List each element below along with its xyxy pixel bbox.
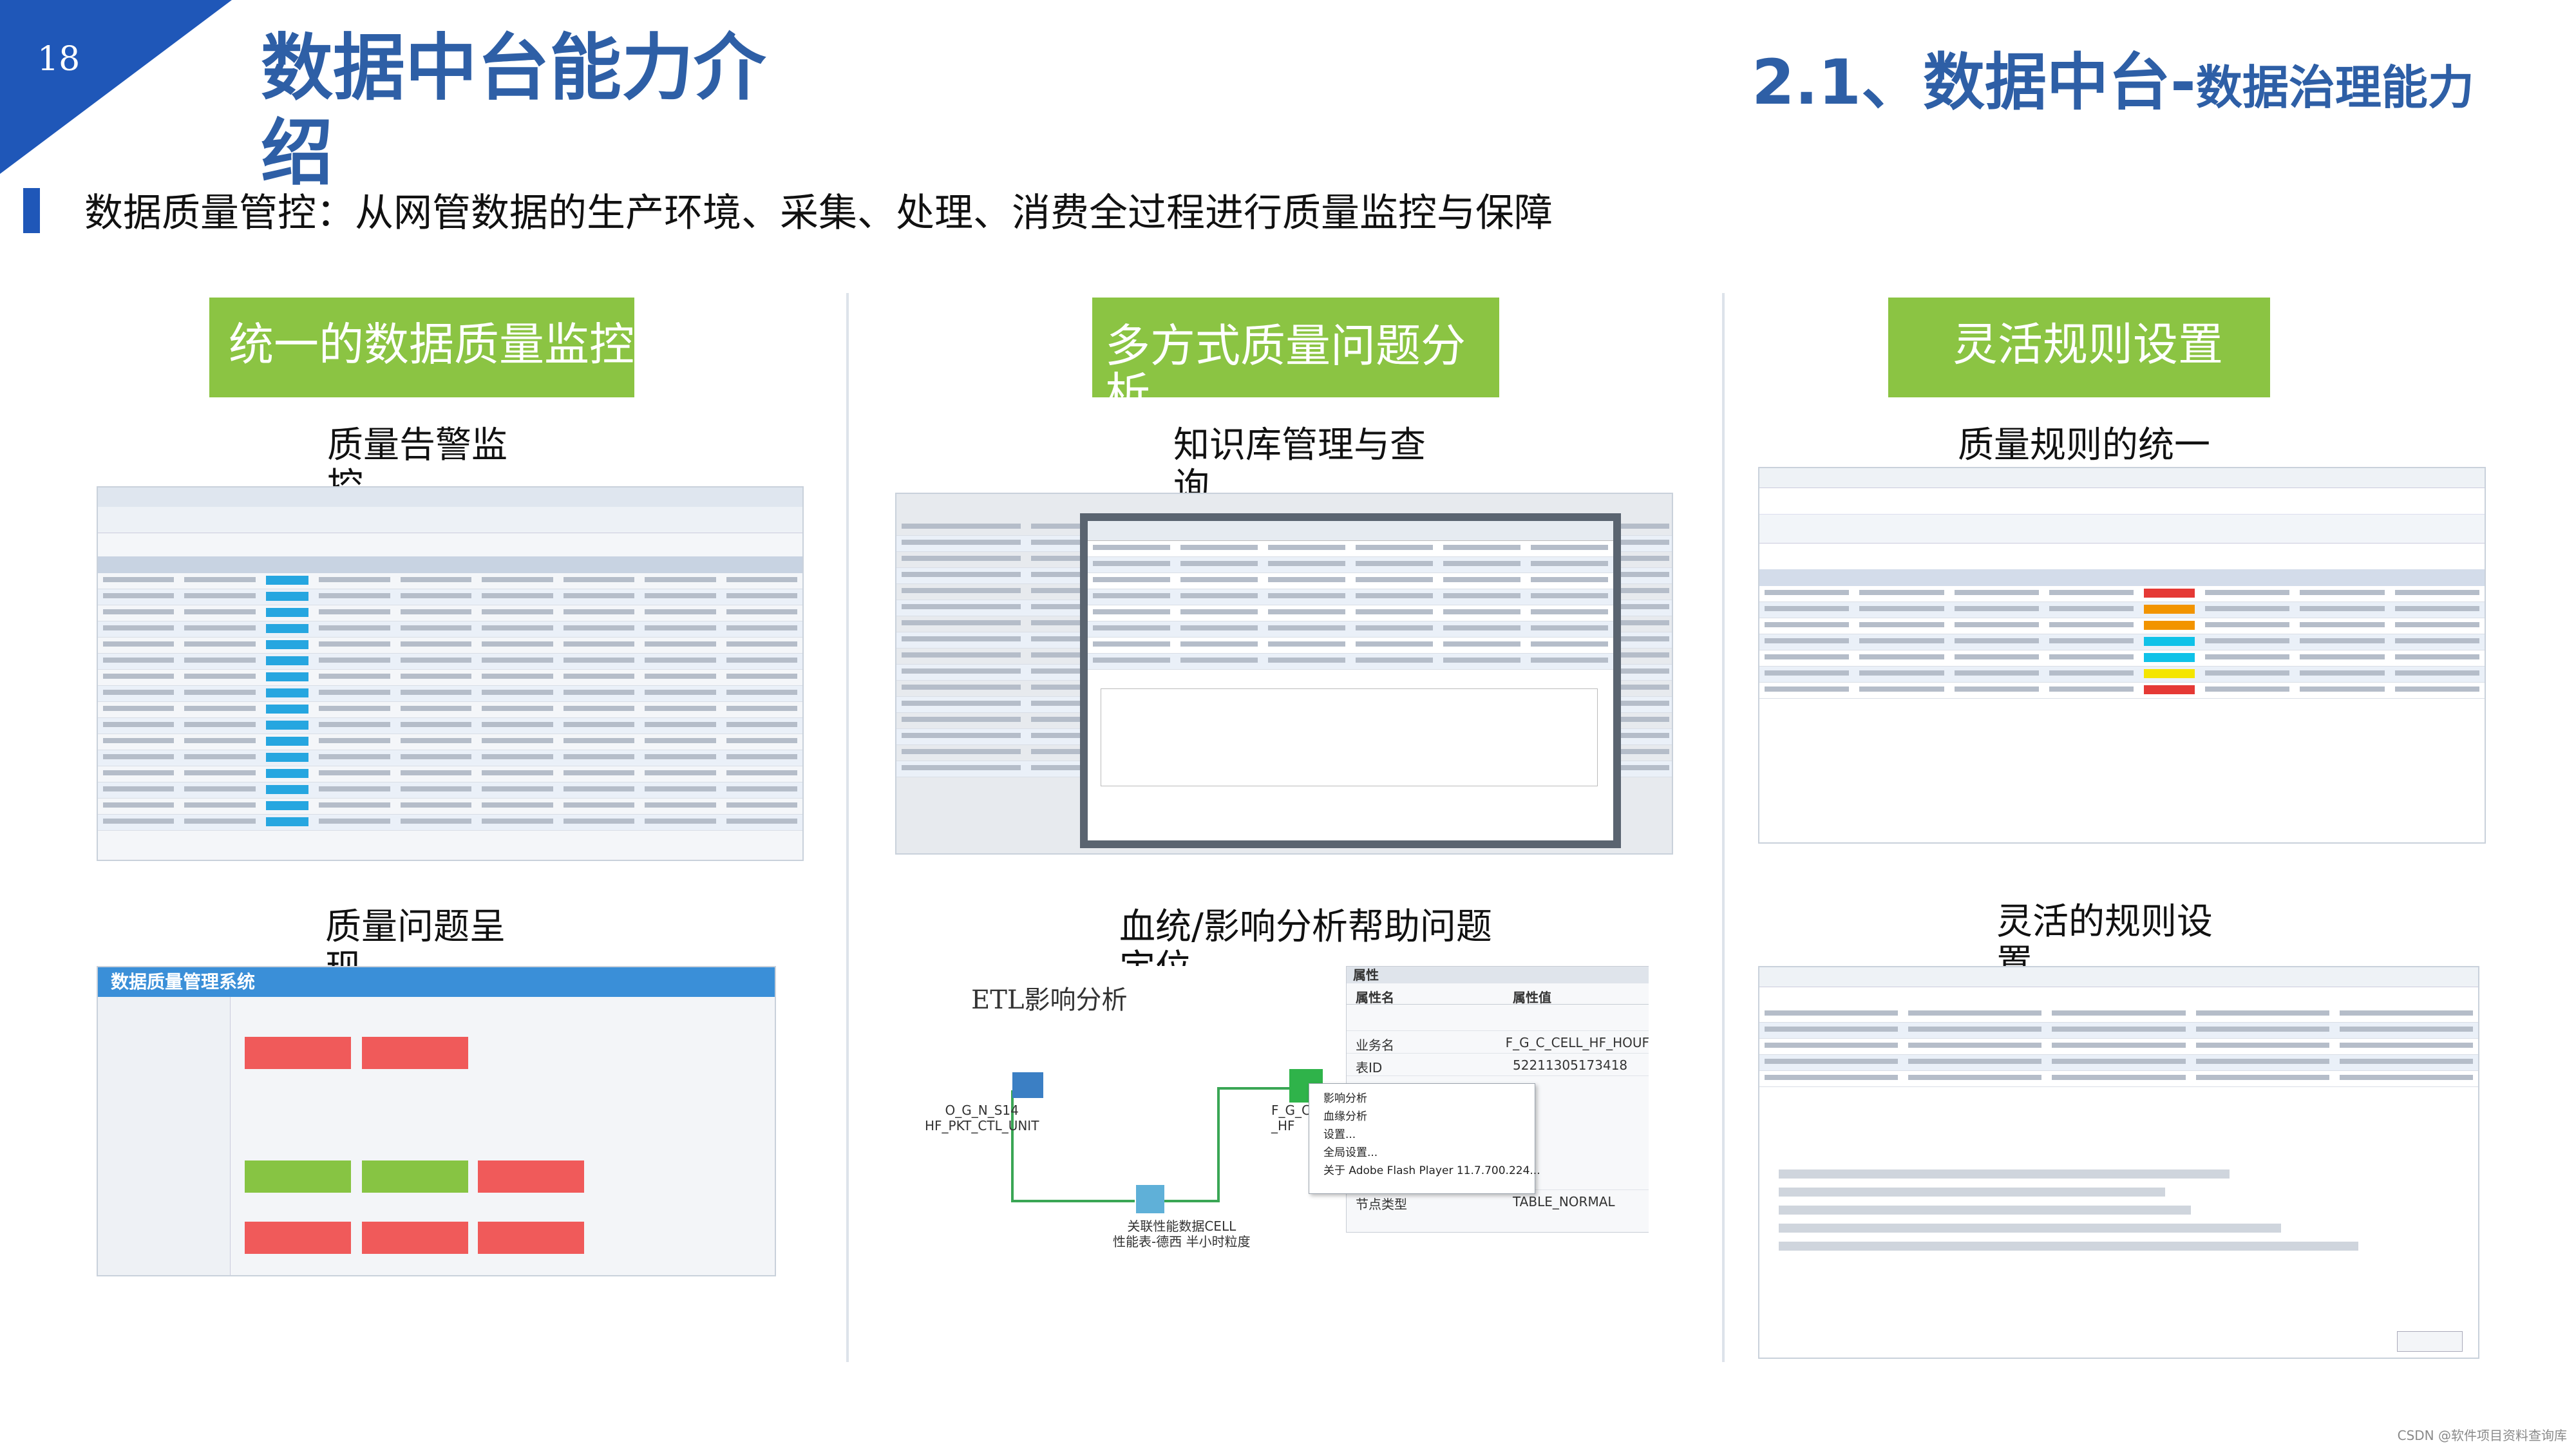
table-row	[1088, 557, 1613, 573]
table-row	[98, 573, 802, 589]
table-row	[1759, 586, 2485, 602]
prop-name: 表ID	[1356, 1060, 1383, 1075]
menu-item-global-settings[interactable]: 全局设置...	[1323, 1146, 1378, 1159]
column-divider	[1722, 293, 1725, 1362]
lineage-graph	[1011, 1069, 1323, 1213]
table-row	[1088, 654, 1613, 670]
lineage-analysis-screenshot: ETL影响分析 O_G_N_S14 HF_PKT_CTL_UNIT 关联性能数据…	[922, 966, 1649, 1274]
context-menu: 影响分析 血缘分析 设置... 全局设置... 关于 Adobe Flash P…	[1309, 1083, 1540, 1194]
panel-caption: 知识库管理与查询	[1173, 424, 1426, 507]
column-divider	[846, 293, 849, 1362]
table-row	[98, 654, 802, 670]
table-row	[1088, 605, 1613, 621]
corner-triangle	[0, 0, 232, 174]
table-row	[1759, 1039, 2478, 1055]
table-row	[98, 766, 802, 782]
menu-item-lineage[interactable]: 血缘分析	[1323, 1110, 1367, 1123]
lineage-node-source: O_G_N_S14 HF_PKT_CTL_UNIT	[925, 1103, 1039, 1133]
screenshot-title: 数据质量管理系统	[98, 967, 775, 997]
table-row	[98, 734, 802, 750]
prop-col-value: 属性值	[1513, 990, 1551, 1005]
table-row	[1088, 541, 1613, 557]
rule-settings-screenshot	[1758, 966, 2479, 1359]
table-row	[1759, 1055, 2478, 1071]
table-row	[98, 815, 802, 831]
menu-item-impact[interactable]: 影响分析	[1323, 1092, 1367, 1105]
table-row	[98, 750, 802, 766]
prop-col-name: 属性名	[1356, 990, 1394, 1005]
table-row	[1759, 634, 2485, 650]
watermark: CSDN @软件项目资料查询库	[2397, 1428, 2567, 1443]
table-row	[98, 670, 802, 686]
table-row	[1088, 573, 1613, 589]
prop-name: 节点类型	[1356, 1197, 1407, 1212]
quality-problem-screenshot: 数据质量管理系统	[97, 966, 776, 1276]
table-row	[1759, 1007, 2478, 1023]
table-row	[1759, 683, 2485, 699]
panel-caption: 灵活的规则设置	[1996, 901, 2213, 984]
panel-caption: 血统/影响分析帮助问题定位	[1119, 906, 1492, 989]
prop-value: 52211305173418	[1513, 1057, 1628, 1073]
menu-item-settings[interactable]: 设置...	[1323, 1128, 1356, 1141]
table-row	[98, 686, 802, 702]
prop-value: F_G_C_CELL_HF_HOUF	[1505, 1035, 1649, 1050]
table-row	[98, 782, 802, 799]
table-row	[98, 799, 802, 815]
menu-item-about-flash[interactable]: 关于 Adobe Flash Player 11.7.700.224...	[1323, 1164, 1540, 1177]
knowledge-base-screenshot	[895, 493, 1673, 855]
lead-text: 数据质量管控：从网管数据的生产环境、采集、处理、消费全过程进行质量监控与保障	[84, 191, 1553, 236]
table-row	[98, 589, 802, 605]
alarm-monitor-screenshot	[97, 486, 804, 861]
table-row	[98, 718, 802, 734]
column-heading-rule-settings: 灵活规则设置	[1888, 298, 2270, 397]
panel-caption: 质量告警监控	[327, 424, 507, 507]
table-row	[1088, 589, 1613, 605]
table-row	[98, 605, 802, 621]
table-row	[1759, 602, 2485, 618]
etl-analysis-title: ETL影响分析	[971, 985, 1128, 1015]
table-row	[1759, 1071, 2478, 1087]
page-title: 数据中台能力介绍	[261, 26, 766, 195]
rule-management-screenshot	[1758, 467, 2486, 844]
table-row	[98, 638, 802, 654]
column-heading-quality-monitoring: 统一的数据质量监控	[209, 298, 634, 397]
lineage-node-cell: 关联性能数据CELL 性能表-德西 半小时粒度	[1113, 1218, 1251, 1249]
table-row	[1759, 618, 2485, 634]
prop-name: 业务名	[1356, 1037, 1394, 1053]
table-row	[1759, 650, 2485, 667]
section-title-main: 2.1、数据中台-	[1752, 46, 2196, 118]
table-row	[1088, 621, 1613, 638]
prop-value: TABLE_NORMAL	[1513, 1194, 1615, 1209]
column-heading-problem-analysis: 多方式质量问题分析	[1092, 298, 1499, 397]
table-row	[98, 621, 802, 638]
table-row	[1759, 667, 2485, 683]
table-row	[1759, 1023, 2478, 1039]
table-row	[98, 702, 802, 718]
section-title-tail: 数据治理能力	[2195, 61, 2474, 115]
bullet-marker	[23, 188, 40, 233]
page-number: 18	[37, 40, 80, 79]
properties-header: 属性	[1347, 967, 1649, 983]
section-title: 2.1、数据中台-数据治理能力	[1752, 32, 2474, 122]
table-row	[1088, 638, 1613, 654]
